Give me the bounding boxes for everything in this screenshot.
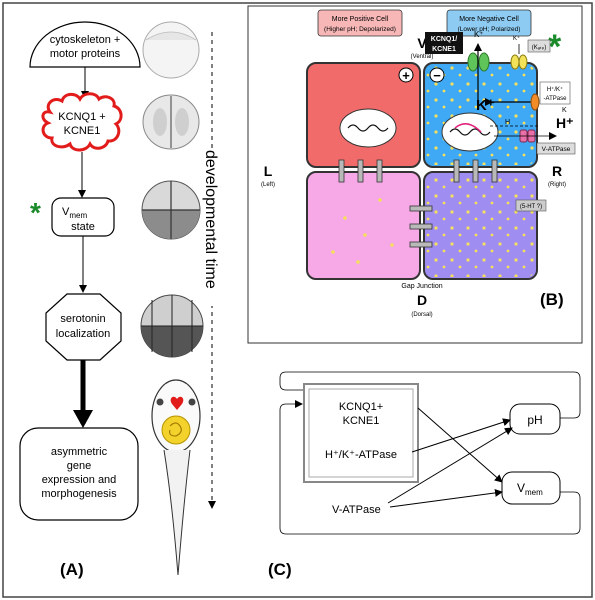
panel-b-label: (B) — [540, 290, 564, 309]
vmem-state-label-2: state — [71, 221, 95, 233]
katp-channel — [510, 54, 528, 70]
kcnq1-c-1: KCNQ1+ — [339, 401, 383, 413]
vmem-node — [501, 471, 561, 505]
asym-label-4: morphogenesis — [41, 488, 117, 500]
hk-pump — [530, 93, 540, 111]
plus-sign: + — [402, 68, 410, 83]
panel-a-label: (A) — [60, 560, 84, 579]
katp-box — [527, 39, 551, 53]
kcnq-label-1: KCNQ1/ — [431, 36, 458, 43]
cytoskeleton-node — [29, 21, 141, 68]
kcnq1-label-2: KCNE1 — [64, 125, 101, 137]
pole-v: V — [417, 35, 427, 51]
hk-atpase-2: -ATPase — [544, 96, 568, 102]
pole-d-sub: (Dorsal) — [411, 312, 432, 318]
arrow-vatpase-vmem — [389, 488, 503, 508]
kcnq1-c-2: KCNE1 — [343, 415, 380, 427]
minus-marker — [429, 67, 445, 83]
left-header-2: (Higher pH; Depolarized) — [324, 26, 396, 33]
channel-box-inner — [308, 388, 414, 478]
hk-atpase-c: H⁺/K⁺-ATPase — [325, 449, 397, 461]
minus-sign: − — [433, 68, 441, 83]
v-atpase-label: V-ATPase — [542, 146, 571, 153]
pole-d: D — [417, 292, 427, 308]
kcnq1-label-1: KCNQ1 + — [58, 111, 105, 123]
left-header-1: More Positive Cell — [332, 16, 389, 23]
developmental-time-label: developmental time — [202, 150, 219, 289]
green-star: * — [548, 28, 562, 66]
serotonin-label-2: localization — [56, 328, 110, 340]
asymmetric-node — [19, 427, 139, 521]
vmem-state-label: Vmem — [62, 206, 87, 220]
pole-l: L — [264, 163, 273, 179]
asym-label-3: expression and — [42, 474, 117, 486]
h-small: H — [505, 119, 510, 126]
ht-box — [515, 199, 547, 212]
panel-a: cytoskeleton + motor proteins KCNQ1 + KC… — [19, 21, 224, 579]
arrow-vatpase-ph — [387, 427, 513, 504]
left-header-box — [317, 9, 403, 37]
k-center: K⁺ — [476, 97, 495, 114]
serotonin-node — [45, 293, 122, 361]
vatpase-c: V-ATPase — [332, 504, 381, 516]
panel-c-label: (C) — [268, 560, 292, 579]
feedback-loop-top — [279, 371, 581, 419]
plus-marker — [398, 67, 414, 83]
pole-r: R — [552, 163, 562, 179]
asym-label-2: gene — [67, 460, 91, 472]
ht-label: (5-HT ?) — [520, 204, 542, 210]
right-header-2: (Lower pH; Polarized) — [458, 26, 521, 33]
arrow-kcnq-vmem — [417, 407, 503, 483]
v-atpase-box — [536, 142, 576, 155]
arrow-hk-ph — [411, 418, 511, 453]
kcnq-label-box — [425, 32, 463, 54]
cytoskeleton-label-1: cytoskeleton + — [50, 34, 121, 46]
right-header-box — [446, 9, 532, 37]
kplus-small: K⁺ — [513, 35, 520, 42]
asym-label-1: asymmetric — [51, 446, 108, 458]
hk-atpase-1: H⁺/K⁺ — [547, 86, 563, 93]
kcnq-label-2: KCNE1 — [432, 46, 456, 53]
hk-atpase-box — [539, 81, 571, 105]
ph-label: pH — [527, 413, 542, 427]
k-small: K — [562, 107, 567, 114]
katp-label: (Kₐₜₚ) — [532, 45, 547, 51]
cytoskeleton-label-2: motor proteins — [50, 48, 121, 60]
kplus-top: K⁺ — [474, 30, 484, 39]
gap-junction-label: Gap Junction — [401, 283, 442, 290]
embryo-drawings — [140, 21, 204, 576]
h-big: H⁺ — [556, 115, 574, 131]
panel-b: More Positive Cell (Higher pH; Depolariz… — [247, 5, 583, 344]
gap-junctions-vertical — [409, 205, 433, 248]
right-header-1: More Negative Cell — [459, 16, 519, 23]
cell-bottom-left — [306, 171, 421, 280]
panel-c: KCNQ1+ KCNE1 H⁺/K⁺-ATPase pH Vmem V-ATPa… — [268, 371, 581, 579]
gap-junctions-horizontal — [338, 159, 498, 183]
feedback-loop-bottom — [279, 400, 581, 535]
vmem-c-label: Vmem — [517, 481, 543, 497]
serotonin-label-1: serotonin — [60, 313, 105, 325]
pole-v-sub: (Ventral) — [411, 54, 434, 60]
pole-r-sub: (Right) — [548, 182, 566, 188]
panel-a-star: * — [30, 197, 41, 228]
kcnq1-cloud — [41, 92, 123, 152]
pole-l-sub: (Left) — [261, 182, 275, 188]
